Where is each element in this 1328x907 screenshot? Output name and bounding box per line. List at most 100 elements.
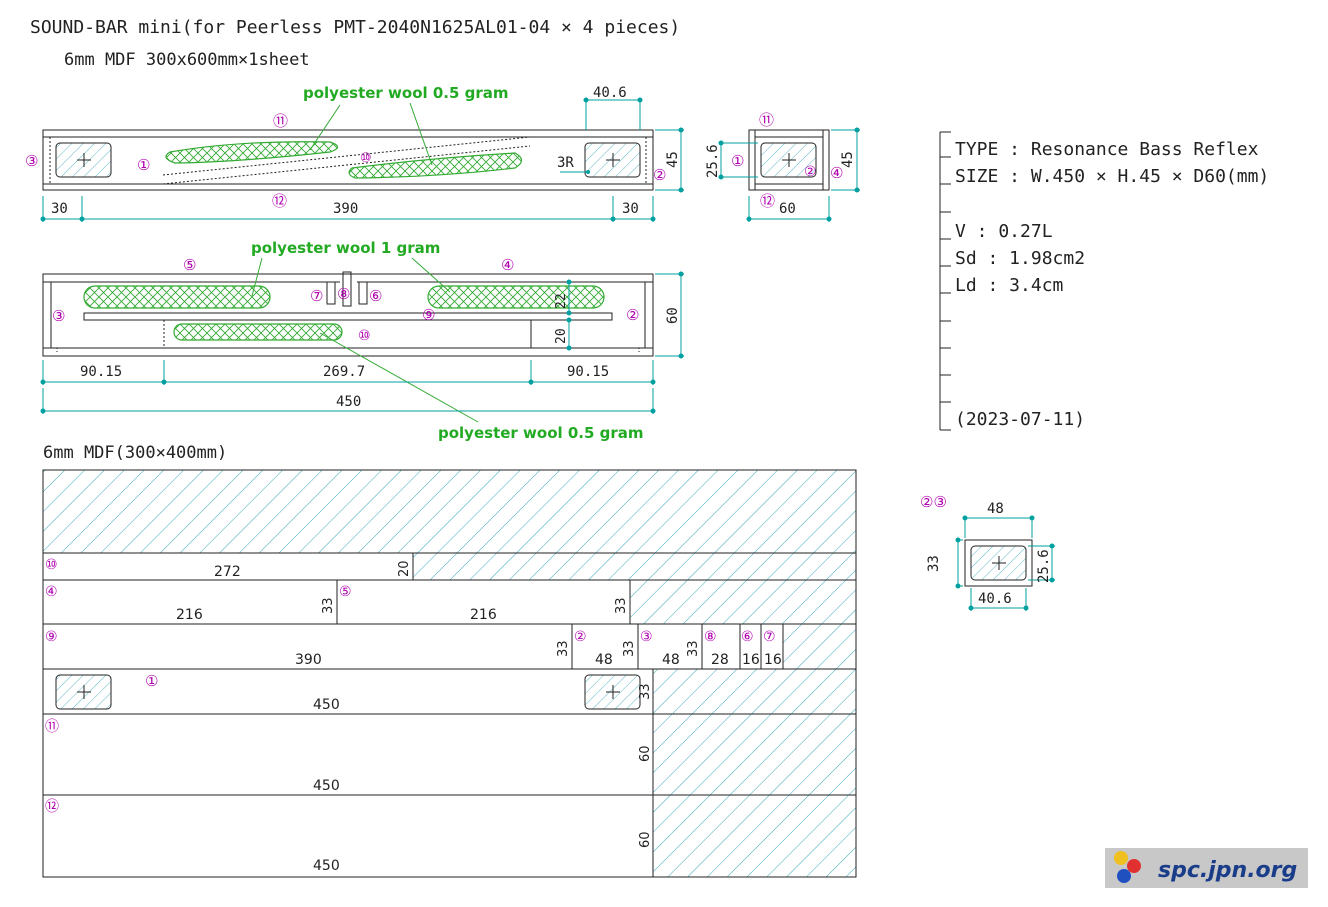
side-view <box>748 129 830 191</box>
part-mark: ② <box>574 629 587 645</box>
part-mark: ⑫ <box>45 799 59 815</box>
part-mark: ⑩ <box>45 557 58 573</box>
dim: 33 <box>926 555 942 572</box>
spec-ld: Ld : 3.4cm <box>955 275 1063 296</box>
wool-left <box>83 285 271 309</box>
dim: 30 <box>51 201 68 217</box>
dims-top <box>40 97 684 222</box>
part-mark: ④ <box>501 256 514 274</box>
part-mark: ⑦ <box>310 287 323 305</box>
part-mark: ⑪ <box>273 112 288 130</box>
part-mark: ③ <box>640 629 653 645</box>
spec-sd: Sd : 1.98cm2 <box>955 248 1085 269</box>
cut-sheet <box>42 469 857 878</box>
piece-dim: 60 <box>638 745 653 762</box>
piece-dim: 16 <box>742 652 760 668</box>
dim: 60 <box>779 201 796 217</box>
piece-dim: 20 <box>397 560 412 577</box>
part-mark: ② <box>804 164 817 180</box>
piece-dim: 33 <box>638 683 653 700</box>
wool-right <box>427 285 605 309</box>
part-mark: ③ <box>52 307 65 325</box>
leader <box>309 104 341 151</box>
part-mark: ⑦ <box>763 629 776 645</box>
dims-section <box>40 271 684 414</box>
spec-v: V : 0.27L <box>955 221 1053 242</box>
dim: 390 <box>333 201 358 217</box>
piece-dim: 272 <box>214 564 241 580</box>
section-view <box>42 271 654 357</box>
dim: 40.6 <box>978 591 1012 607</box>
detail-23 <box>964 539 1033 587</box>
leader-dot <box>586 170 590 174</box>
part-mark: ① <box>731 152 744 170</box>
wool-top-right <box>348 152 523 179</box>
dim: 269.7 <box>323 364 365 380</box>
part-mark: ④ <box>45 584 58 600</box>
part-mark: ⑤ <box>183 256 196 274</box>
part-mark: ⑥ <box>741 629 754 645</box>
part-mark: ⑪ <box>45 719 59 735</box>
leader <box>319 332 479 423</box>
piece-dim: 33 <box>686 640 701 657</box>
piece-dim: 390 <box>295 652 322 668</box>
piece-dim: 33 <box>622 640 637 657</box>
part-mark: ⑨ <box>422 306 435 324</box>
piece-dim: 216 <box>176 607 203 623</box>
leader <box>411 257 451 293</box>
piece-dim: 33 <box>321 597 336 614</box>
dim: 22 <box>554 293 569 309</box>
part-mark: ⑫ <box>272 192 287 210</box>
title: SOUND-BAR mini(for Peerless PMT-2040N162… <box>30 17 680 38</box>
dims-side <box>718 127 860 222</box>
dim: 30 <box>622 201 639 217</box>
piece-dim: 450 <box>313 697 340 713</box>
logo: spc.jpn.org <box>1105 848 1308 888</box>
top-view <box>42 129 654 191</box>
part-mark: ⑧ <box>337 285 350 303</box>
dim: 45 <box>840 151 856 168</box>
dim: 25.6 <box>705 144 721 178</box>
dim: 25.6 <box>1036 549 1052 583</box>
part-mark: ⑫ <box>760 192 775 210</box>
spec-size: SIZE : W.450 × H.45 × D60(mm) <box>955 166 1269 187</box>
part-mark: ⑤ <box>339 584 352 600</box>
piece-dim: 48 <box>662 652 680 668</box>
spec-date: (2023-07-11) <box>955 409 1085 430</box>
wool-bottom <box>173 323 343 341</box>
dims-detail <box>955 515 1055 611</box>
part-mark: ⑥ <box>369 287 382 305</box>
piece-dim: 216 <box>470 607 497 623</box>
dim: 90.15 <box>567 364 609 380</box>
piece-dim: 48 <box>595 652 613 668</box>
wool-label-bottom: polyester wool 0.5 gram <box>438 424 644 442</box>
part-mark: ② <box>653 166 666 184</box>
part-mark: ⑩ <box>360 151 372 166</box>
part-mark: ① <box>145 672 158 690</box>
wool-top-left <box>165 141 339 164</box>
piece-dim: 33 <box>556 640 571 657</box>
piece-dim: 16 <box>764 652 782 668</box>
wool-label-mid: polyester wool 1 gram <box>251 239 440 257</box>
piece-dim: 33 <box>614 597 629 614</box>
dim: 60 <box>665 307 681 324</box>
part-mark: ⑩ <box>358 328 371 344</box>
dim: 90.15 <box>80 364 122 380</box>
piece-dim: 60 <box>638 831 653 848</box>
dim: 40.6 <box>593 85 627 101</box>
spec-bracket <box>939 131 951 431</box>
radius-label: 3R <box>557 155 574 171</box>
part-mark: ⑧ <box>704 629 717 645</box>
leader <box>409 102 433 166</box>
dim: 20 <box>554 328 569 344</box>
piece-dim: 450 <box>313 778 340 794</box>
wool-label-top: polyester wool 0.5 gram <box>303 84 509 102</box>
part-mark: ②③ <box>920 493 947 511</box>
part-mark: ③ <box>25 152 38 170</box>
part-mark: ⑪ <box>759 111 774 129</box>
piece-dim: 450 <box>313 858 340 874</box>
part-mark: ④ <box>830 164 843 182</box>
part-mark: ⑨ <box>45 629 58 645</box>
cut-sheet-title: 6mm MDF(300×400mm) <box>43 443 227 463</box>
